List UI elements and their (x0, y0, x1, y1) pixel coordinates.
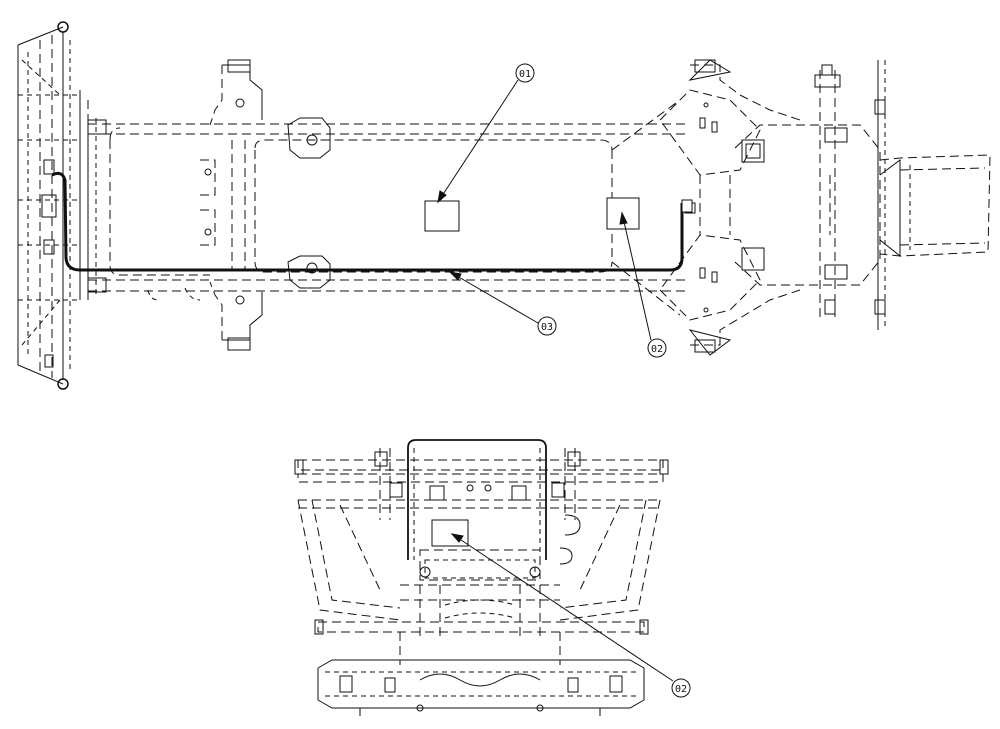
callout-circle-02b (671, 678, 691, 698)
routed-cable (51, 171, 684, 272)
roll-bar (407, 439, 547, 560)
front-bumper-frame (17, 21, 89, 390)
top-view-frame (17, 21, 991, 390)
rear-hitch (814, 60, 991, 330)
lower-axle (314, 619, 649, 665)
callout-circle-03 (537, 316, 557, 336)
bottom-view-frame (294, 439, 669, 716)
leader-arrow-02 (619, 211, 628, 225)
leader-arrow-02b (450, 533, 464, 543)
callout-label-01: 01 (519, 69, 531, 80)
leader-line-02 (621, 212, 652, 341)
component-box-02 (606, 197, 640, 230)
callout-label-02b: 02 (675, 684, 687, 695)
leader-arrow-03 (448, 271, 462, 281)
callout-circle-01 (515, 63, 535, 83)
cable-end-bracket (681, 199, 693, 213)
rear-x-member (611, 59, 881, 356)
bottom-bumper (317, 659, 645, 716)
leader-line-03 (449, 271, 539, 324)
callout-circle-02 (647, 338, 667, 358)
upper-crossbars (294, 448, 669, 520)
callout-label-02: 02 (651, 344, 663, 355)
leader-line-02b (451, 533, 674, 682)
bottom-callouts: 02 (450, 533, 691, 698)
front-crossmember (147, 59, 331, 351)
callout-label-03: 03 (541, 322, 553, 333)
top-callouts: 01 02 03 (437, 63, 667, 358)
leader-line-01 (437, 79, 519, 203)
leader-arrow-01 (437, 190, 447, 204)
center-assembly (400, 519, 560, 640)
main-rails (87, 118, 690, 298)
component-box-01 (424, 200, 460, 232)
side-frames (297, 499, 661, 621)
